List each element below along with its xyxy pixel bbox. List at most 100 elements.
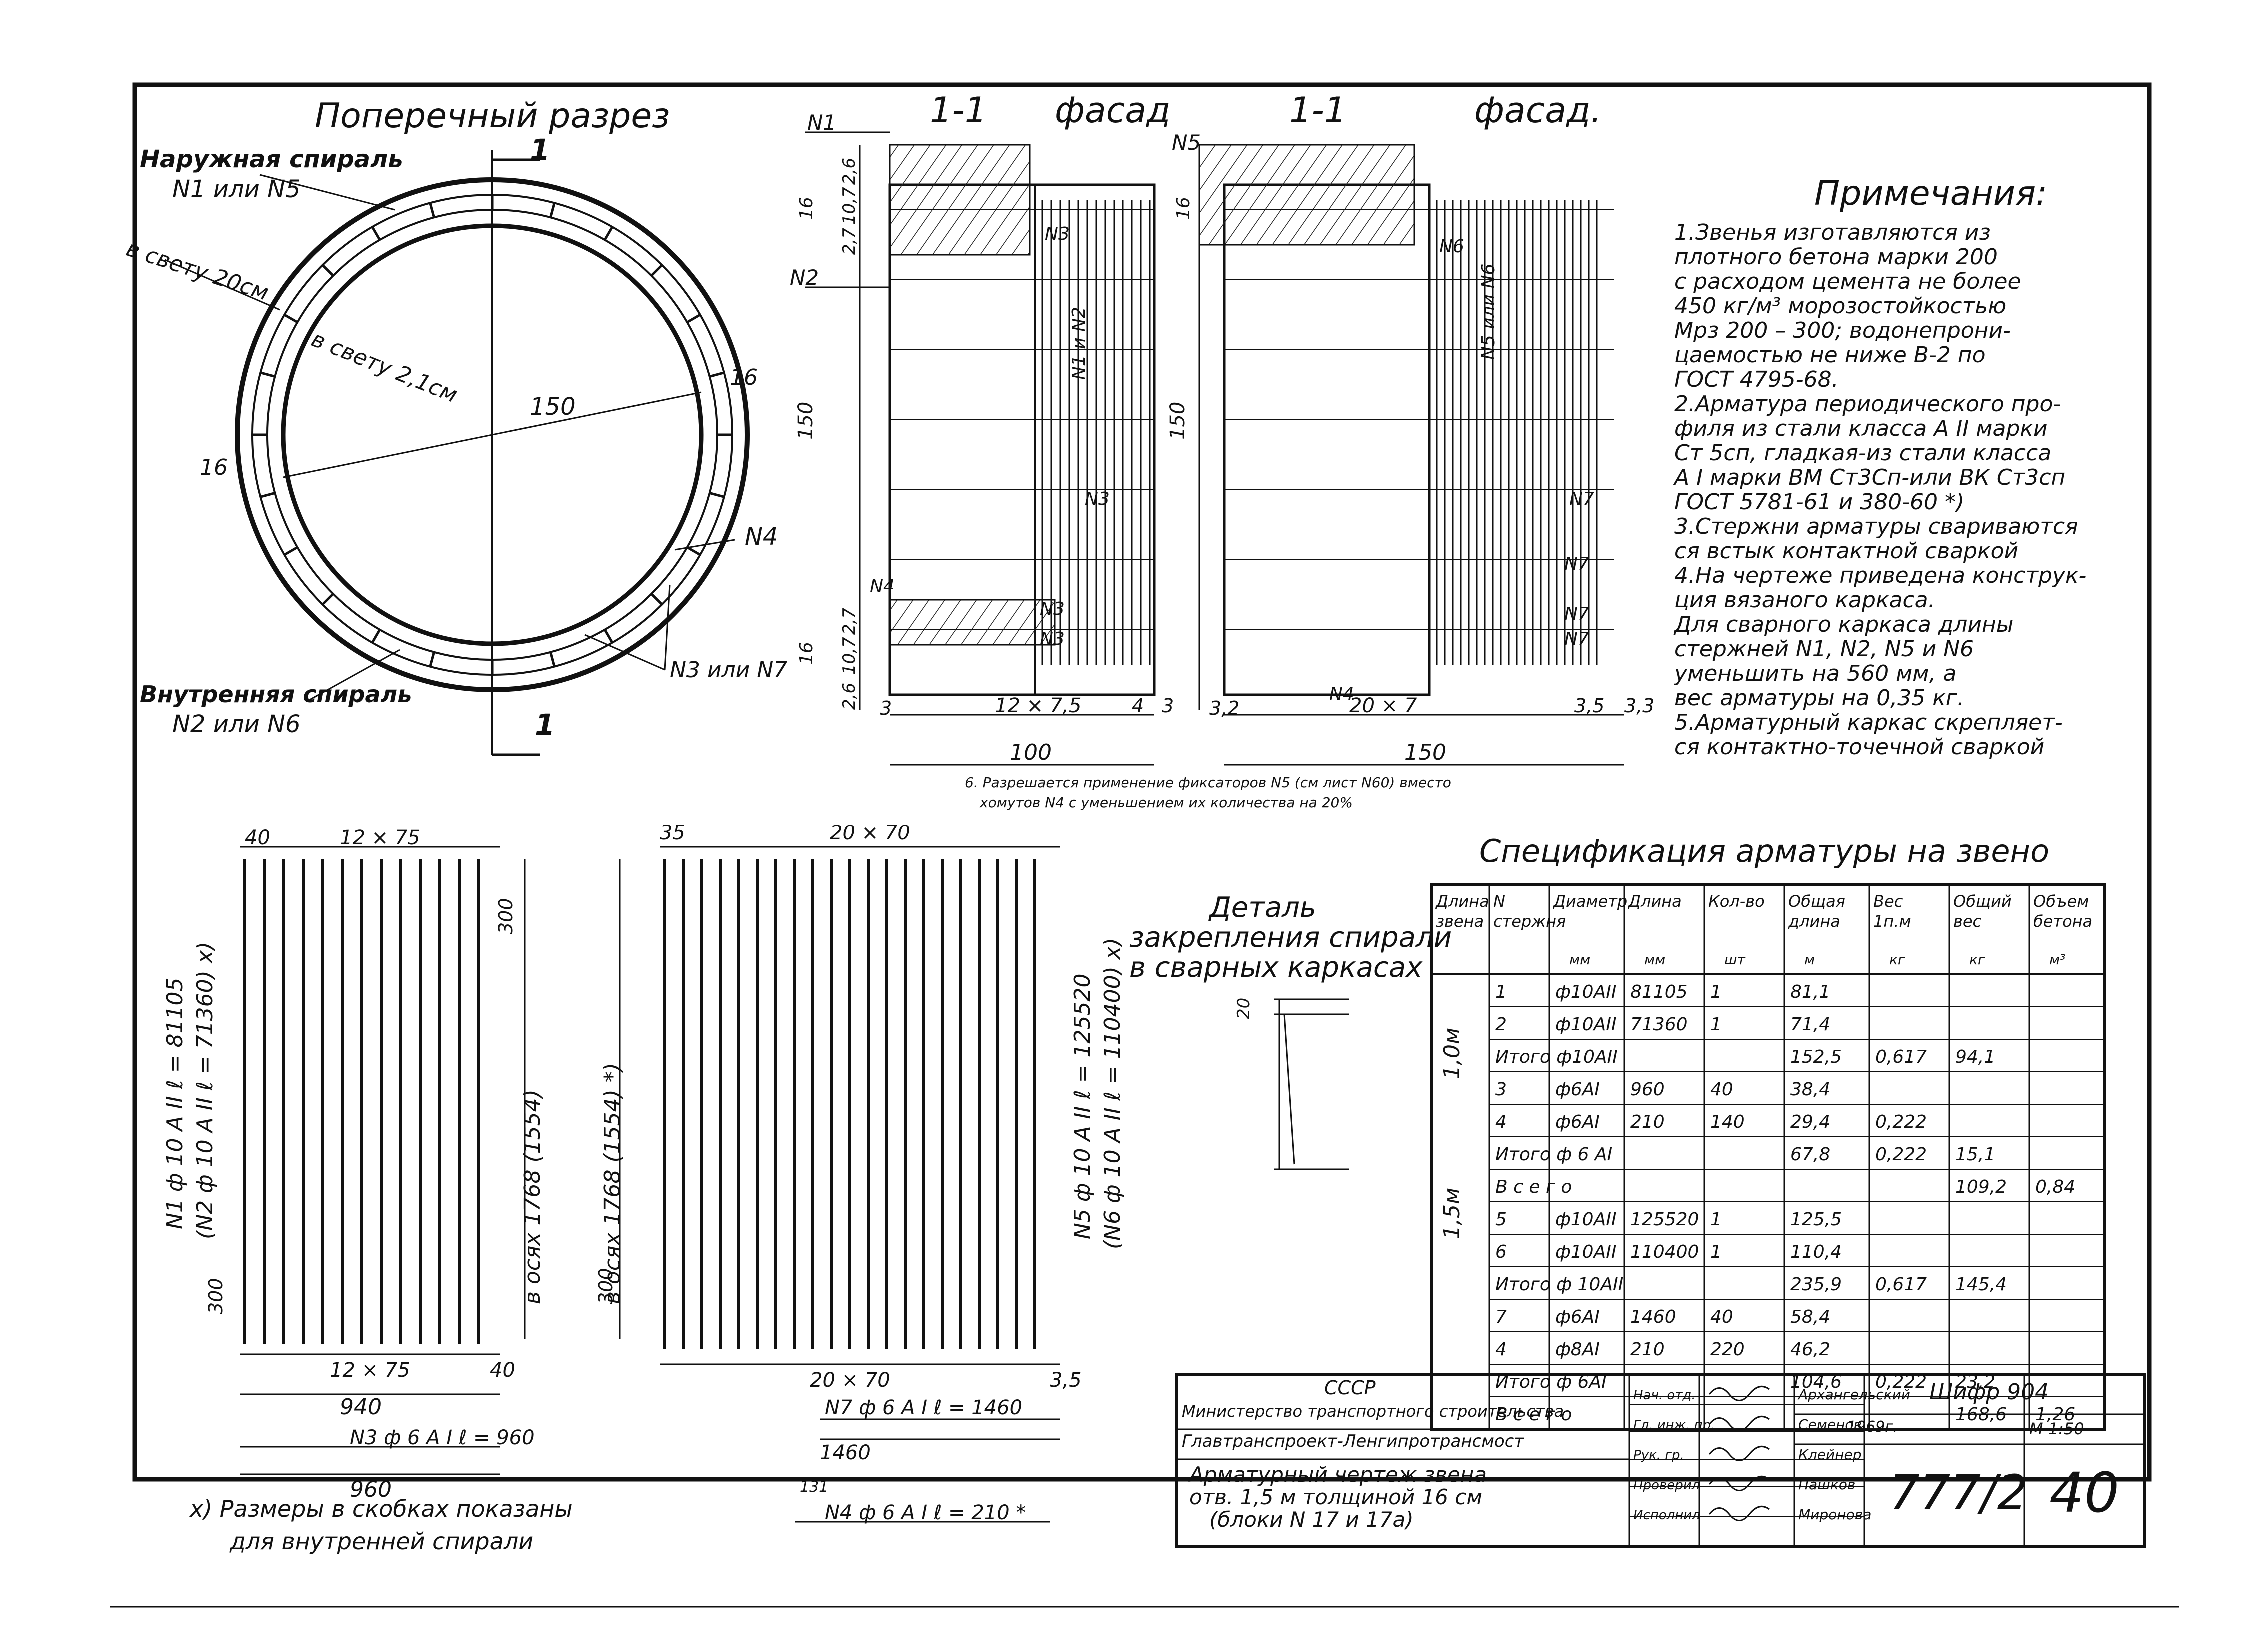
f2-d150: 150 <box>1166 402 1189 440</box>
spec-cell: 67,8 <box>1790 1144 1830 1165</box>
spec-header-cell: звена <box>1436 912 1484 931</box>
dim-16-right: 16 <box>730 365 758 390</box>
spec-cell: ф6АI <box>1555 1307 1600 1327</box>
spec-header-cell: Длина <box>1435 892 1489 911</box>
spec-unit-cell: шт <box>1724 951 1746 968</box>
spec-cell: Итого ф10АII <box>1495 1047 1618 1067</box>
spec-cell: 58,4 <box>1790 1307 1830 1327</box>
c2-bottom-mid: 20 × 70 <box>810 1369 890 1392</box>
stamp-year: 1969г. <box>1847 1418 1898 1436</box>
notes-line: 2.Арматура периодического про- <box>1674 391 2061 417</box>
f1-n3c: N3 <box>1040 599 1065 619</box>
stamp-role: Исполнил <box>1633 1508 1700 1523</box>
spec-cell: 145,4 <box>1955 1274 2007 1295</box>
f1-n1n2: N1 и N2 <box>1069 307 1089 380</box>
f1-d27b: 2,7 <box>839 608 859 635</box>
spec-header-cell: стержня <box>1493 912 1566 931</box>
spec-header-cell: Вес <box>1873 892 1903 911</box>
notes-line: филя из стали класса А II марки <box>1674 416 2048 441</box>
f1-n3b: N3 <box>1085 489 1110 509</box>
notes-line: цаемостью не ниже В-2 по <box>1674 342 1986 368</box>
spec-cell: ф10АII <box>1555 982 1616 1002</box>
ring-tick <box>321 264 334 277</box>
facade2-top-hatch <box>1198 144 1415 246</box>
spec-cell: 1460 <box>1630 1307 1676 1327</box>
stamp-name: Клейнер <box>1798 1446 1862 1463</box>
inner-spiral-label: Внутренняя спираль <box>140 681 412 708</box>
note6-line1: 6. Разрешается применение фиксаторов N5 … <box>965 774 1451 791</box>
notes-line: ся контактно-точечной сваркой <box>1674 734 2044 760</box>
spec-cell: 94,1 <box>1955 1047 1995 1067</box>
spec-cell: 1 <box>1495 982 1507 1002</box>
spec-group-2: 1,5м <box>1439 1188 1465 1239</box>
spec-cell: 0,222 <box>1875 1112 1927 1132</box>
note6-line2: хомутов N4 с уменьшением их количества н… <box>979 794 1353 811</box>
facade2-section: 1-1 <box>1289 90 1346 131</box>
facade1-hoops <box>890 209 1154 630</box>
f2-n7a: N7 <box>1569 489 1594 509</box>
facade1-rebars <box>1041 200 1151 665</box>
f2-n7d: N7 <box>1564 629 1589 649</box>
inner-spiral-sub: N2 или N6 <box>172 710 300 738</box>
footnote-line2: для внутренней спирали <box>229 1528 533 1555</box>
spec-cell: 960 <box>1630 1079 1665 1100</box>
facade1-section: 1-1 <box>930 90 987 131</box>
leader-n3b <box>664 584 671 670</box>
stamp-role: Проверил <box>1633 1478 1700 1493</box>
f1-n3a: N3 <box>1045 224 1070 244</box>
f1-d16b: 16 <box>796 642 817 665</box>
stamp-title1: Арматурный чертеж звена <box>1188 1462 1487 1487</box>
spec-unit-cell: кг <box>1889 951 1905 968</box>
ring-tick <box>603 226 614 241</box>
spec-cell: 3 <box>1495 1079 1507 1100</box>
leader-clear20 <box>164 259 280 311</box>
spec-cell: 0,222 <box>1875 1144 1927 1165</box>
spec-cell: 125520 <box>1630 1209 1699 1230</box>
c1-top-40: 40 <box>245 826 270 849</box>
spec-header-cell: N <box>1493 892 1505 911</box>
leader-n4 <box>674 539 735 551</box>
f2-bottom-32: 3,2 <box>1209 697 1239 719</box>
spec-cell: 71,4 <box>1790 1014 1830 1035</box>
stamp-title2: отв. 1,5 м толщиной 16 см <box>1189 1485 1482 1509</box>
c2-n4: N4 ф 6 А I ℓ = 210 * <box>825 1501 1026 1524</box>
ring-tick <box>549 652 556 667</box>
f1-d107: 10,7 <box>839 187 859 225</box>
signature <box>1708 1445 1770 1461</box>
stamp-name: Архангельский <box>1797 1386 1910 1403</box>
notes-line: ГОСТ 4795-68. <box>1674 367 1839 392</box>
spec-cell: 1 <box>1710 1242 1722 1262</box>
dim-150-label: 150 <box>530 393 576 421</box>
spec-cell: ф10АII <box>1555 1242 1616 1262</box>
ring-tick <box>321 593 334 606</box>
f2-n4: N4 <box>1329 684 1354 704</box>
notes-line: А I марки ВМ Ст3Сп-или ВК Ст3сп <box>1673 465 2065 490</box>
stamp-cipher: Шифр 904 <box>1929 1379 2049 1405</box>
spec-cell: В с е г о <box>1495 1177 1572 1197</box>
f1-bottom-3l: 3 <box>880 697 892 719</box>
facade1-top-hatch <box>889 144 1031 256</box>
ring-tick <box>284 313 298 324</box>
stamp-sheet-no: 40 <box>2049 1461 2119 1525</box>
c1-side-300-top: 300 <box>495 898 517 934</box>
c2-top-35: 35 <box>660 822 685 844</box>
facade1-word: фасад <box>1055 90 1171 131</box>
spec-cell: Итого ф 10АII <box>1495 1274 1623 1295</box>
f1-n2: N2 <box>790 265 819 290</box>
facade2-outline <box>1223 183 1431 696</box>
notes-line: 1.Звенья изготавляются из <box>1674 220 1991 245</box>
notes-line: 450 кг/м³ морозостойкостью <box>1674 293 2006 319</box>
cross-section-drawing <box>164 150 750 756</box>
leader-inner <box>309 649 400 701</box>
detail-line3: в сварных каркасах <box>1129 951 1423 984</box>
f2-n6: N6 <box>1439 236 1464 257</box>
stamp-title3: (блоки N 17 и 17а) <box>1209 1507 1414 1532</box>
spec-unit-cell: м <box>1804 951 1815 968</box>
c2-bottom-35: 3,5 <box>1050 1369 1082 1392</box>
c1-label-n1: N1 ф 10 А II ℓ = 81105 <box>162 978 188 1230</box>
c2-label-n5: N5 ф 10 А II ℓ = 125520 <box>1070 974 1095 1239</box>
c1-label-n2: (N2 ф 10 А II ℓ = 71360) х) <box>192 942 218 1239</box>
f1-d27: 2,7 <box>839 228 859 255</box>
notes-line: ся встык контактной сваркой <box>1674 538 2018 564</box>
c1-top-mid: 12 × 75 <box>340 826 420 849</box>
